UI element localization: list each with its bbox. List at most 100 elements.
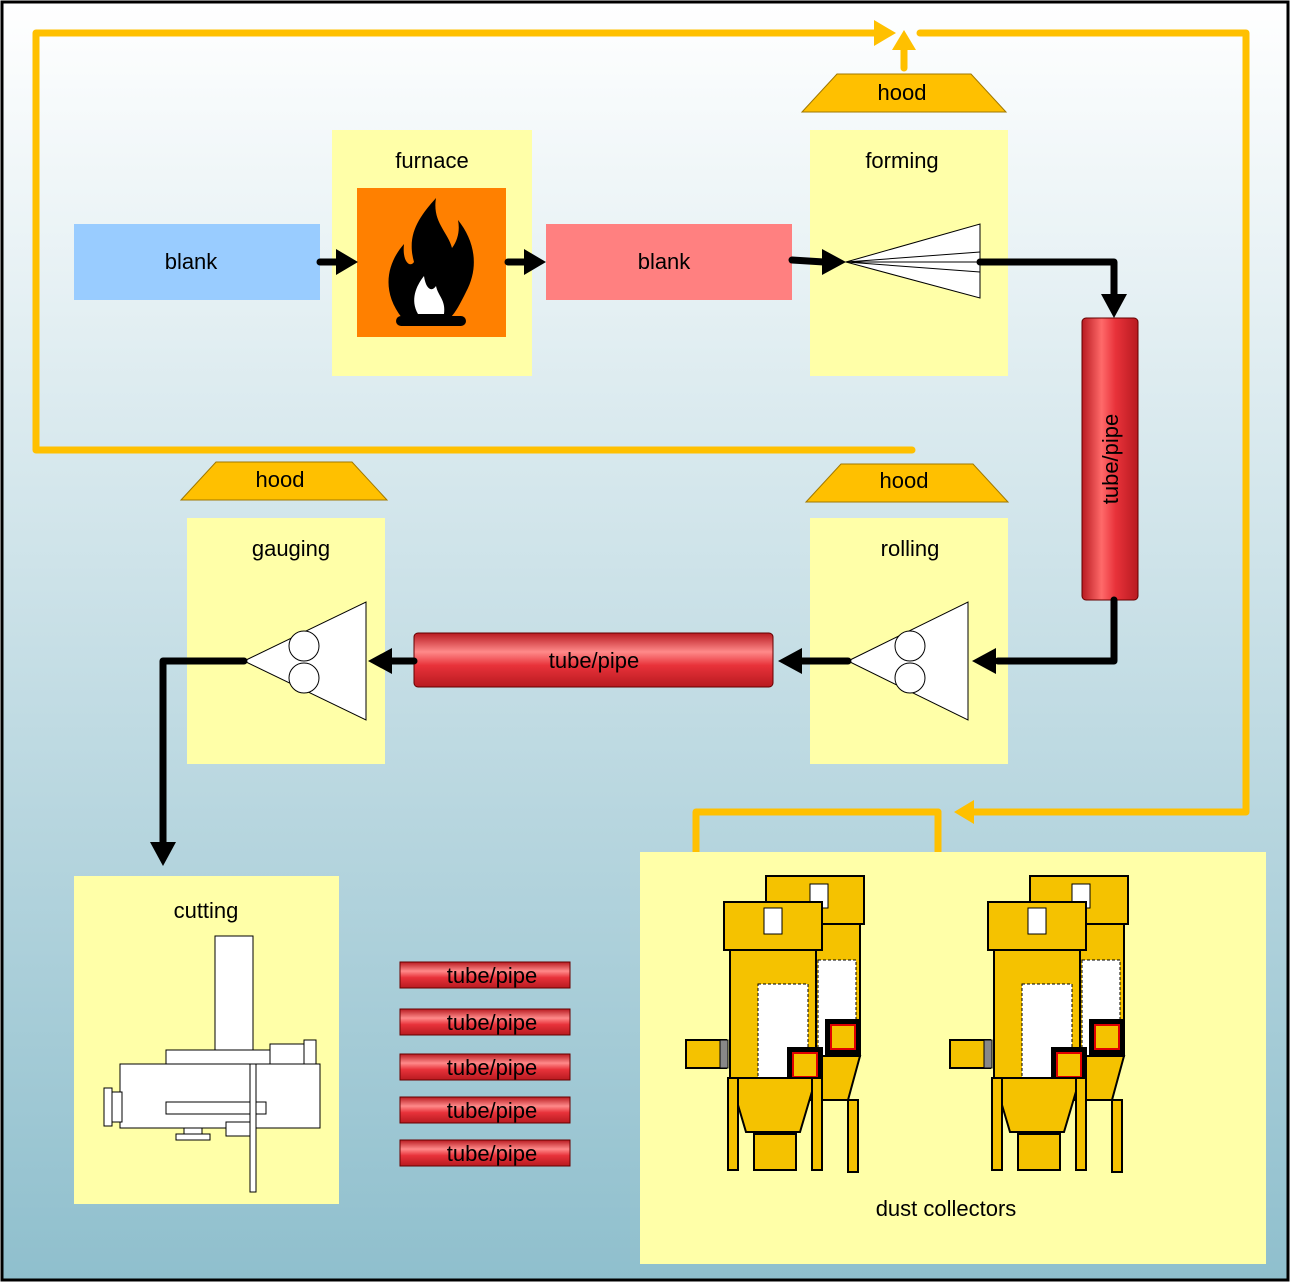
duct-arrow-up <box>892 30 916 50</box>
machine-slot <box>165 1101 267 1115</box>
cutting-machine-icon <box>103 935 321 1193</box>
flow-gauging-to-cutting <box>159 657 248 846</box>
forming-die-line <box>845 261 981 273</box>
collector-inlet <box>685 1039 727 1069</box>
blank-hot-label: blank <box>638 249 692 274</box>
collector-leg <box>847 1099 859 1173</box>
hood-gauging-label: hood <box>256 467 305 492</box>
flow-tube-to-rolling <box>994 596 1118 665</box>
stack-tube-label: tube/pipe <box>447 1141 538 1166</box>
collector-leg <box>1111 1099 1123 1173</box>
arrowhead <box>1101 294 1127 318</box>
collector-panel <box>763 907 783 935</box>
arrowhead <box>972 648 996 674</box>
hood-shape <box>804 463 1010 503</box>
arrowhead <box>150 842 176 866</box>
collector-inlet-flange <box>983 1039 993 1069</box>
collector-sign-inner <box>1094 1024 1120 1050</box>
rolling-rollers-icon <box>846 601 969 721</box>
blank-hot <box>546 224 792 300</box>
tube-horizontal-label: tube/pipe <box>549 648 640 673</box>
stack-tube <box>399 1096 571 1124</box>
duct-system <box>32 29 1250 900</box>
stack-tube <box>399 961 571 989</box>
hood-forming: hood <box>800 73 1008 113</box>
collector-sign-inner <box>1056 1052 1082 1078</box>
saw-rail <box>249 1063 257 1193</box>
hood-shape <box>179 461 389 501</box>
collector-bin <box>753 1133 797 1171</box>
duct-return-line <box>32 29 916 454</box>
arrowhead <box>778 648 802 674</box>
arrowhead <box>822 249 846 275</box>
stack-tube-label: tube/pipe <box>447 1010 538 1035</box>
arrowhead <box>524 249 546 275</box>
flow-forming-to-tube <box>976 258 1118 300</box>
stack-tube <box>399 1053 571 1081</box>
hood-forming-label: hood <box>878 80 927 105</box>
roller-top <box>894 630 926 662</box>
fire-icon <box>357 188 506 337</box>
stack-tube <box>399 1008 571 1036</box>
collector-leg <box>1075 1077 1087 1171</box>
forming-label: forming <box>865 148 938 173</box>
gauging-label: gauging <box>252 536 330 561</box>
tube-stack: tube/pipe tube/pipe tube/pipe tube/pipe … <box>399 961 571 1167</box>
collector-hopper <box>992 1077 1082 1133</box>
furnace-label: furnace <box>395 148 468 173</box>
handwheel <box>111 1091 123 1123</box>
collector-leg <box>727 1077 739 1171</box>
collector-sign-inner <box>792 1052 818 1078</box>
hood-gauging: hood <box>179 461 389 501</box>
arrowhead <box>368 648 392 674</box>
roller-bottom <box>288 662 320 694</box>
tube-vertical <box>1081 317 1139 601</box>
blank-cold <box>74 224 320 300</box>
collector-leg <box>991 1077 1003 1171</box>
hood-rolling-label: hood <box>880 468 929 493</box>
stack-tube-label: tube/pipe <box>447 963 538 988</box>
handwheel-rim <box>103 1087 113 1127</box>
dust-collectors-label: dust collectors <box>876 1196 1017 1221</box>
flow-arrowheads <box>150 249 1127 866</box>
stack-tube <box>399 1139 571 1167</box>
roller-bottom <box>894 662 926 694</box>
saw-motor <box>269 1043 307 1065</box>
duct-arrow-left <box>954 800 974 824</box>
dust-collector-right <box>949 875 1129 1173</box>
tube-vertical-label: tube/pipe <box>1098 414 1123 505</box>
hood-shape <box>800 73 1008 113</box>
arrowhead <box>336 249 358 275</box>
collector-panel <box>1027 907 1047 935</box>
roller-top <box>288 630 320 662</box>
gauging-rollers-icon <box>242 601 367 721</box>
fire-flame <box>388 198 474 318</box>
cutting-label: cutting <box>174 898 239 923</box>
machine-body <box>119 1063 321 1129</box>
duct-arrow-right <box>874 20 896 46</box>
duct-main-line <box>916 29 1250 816</box>
saw-column <box>214 935 254 1065</box>
fire-flame-inner <box>414 276 445 314</box>
saw-motor-cap <box>303 1039 317 1065</box>
collector-bin <box>1017 1133 1061 1171</box>
cutting-station <box>74 876 339 1204</box>
collector-sign-inner <box>830 1024 856 1050</box>
stack-tube-label: tube/pipe <box>447 1098 538 1123</box>
machine-foot-base <box>175 1133 211 1141</box>
stack-tube-label: tube/pipe <box>447 1055 538 1080</box>
collector-inlet-flange <box>719 1039 729 1069</box>
collector-inlet <box>949 1039 991 1069</box>
collector-leg <box>811 1077 823 1171</box>
flow-blank-to-forming <box>788 256 828 266</box>
collector-hopper <box>728 1077 818 1133</box>
hood-rolling: hood <box>804 463 1010 503</box>
rolling-label: rolling <box>881 536 940 561</box>
collector-front-unit <box>685 901 823 1171</box>
blank-cold-label: blank <box>165 249 219 274</box>
collector-front-unit <box>949 901 1087 1171</box>
forming-die-line <box>845 251 981 263</box>
fire-base <box>396 316 466 326</box>
